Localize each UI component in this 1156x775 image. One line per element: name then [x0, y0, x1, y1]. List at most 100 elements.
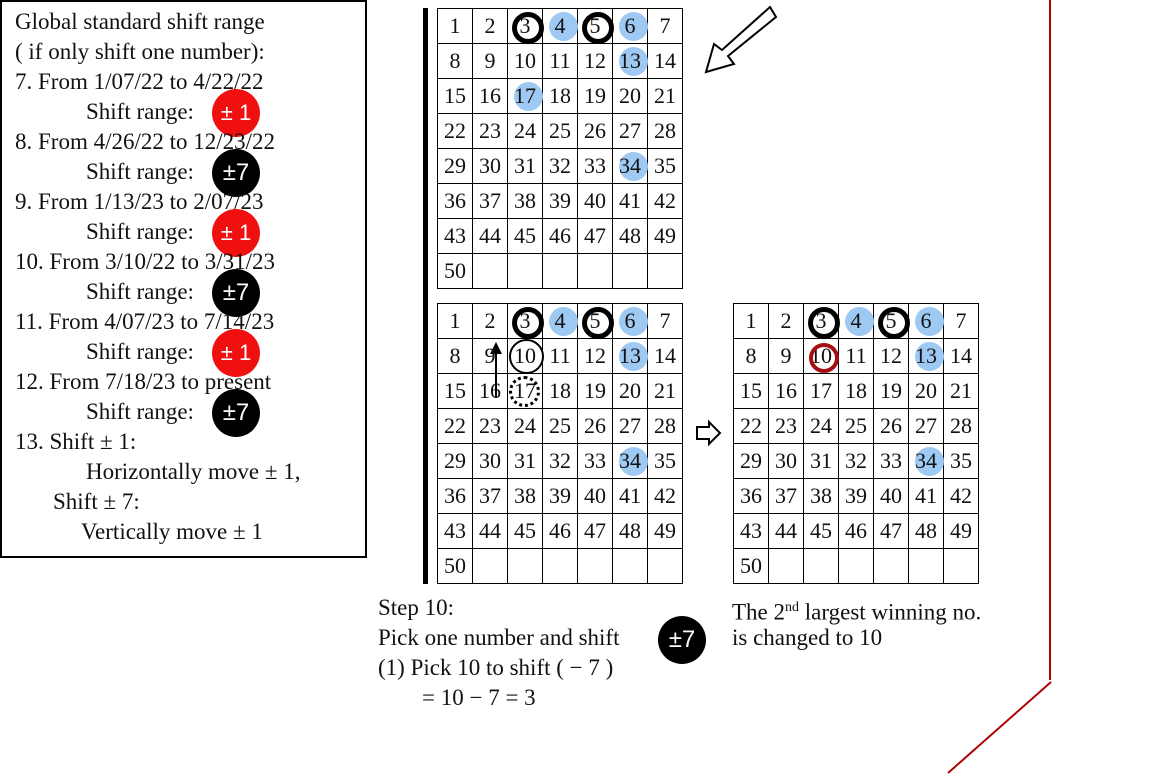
grid-cell: 3	[507, 8, 544, 44]
grid-cell	[507, 548, 543, 584]
grid-cell: 10	[507, 43, 543, 79]
result-line1: The 2nd largest winning no.	[732, 593, 981, 628]
grid-cell: 45	[803, 513, 839, 549]
grid-cell: 21	[943, 373, 979, 409]
rule-period: 7. From 1/07/22 to 4/22/22	[15, 69, 264, 94]
changed-number-ring	[809, 343, 839, 373]
grid-cell: 41	[612, 478, 648, 514]
grid-cell: 4	[838, 303, 874, 339]
shift-def-1: 13. Shift ± 1:	[15, 429, 137, 454]
grid-number: 23	[775, 413, 797, 438]
grid-number: 36	[444, 188, 466, 213]
grid-number: 33	[880, 448, 902, 473]
grid-cell: 34	[612, 443, 648, 479]
shift-range-badge: ± 1	[212, 329, 260, 377]
grid-cell: 39	[542, 478, 578, 514]
grid-cell: 49	[647, 218, 683, 254]
shift-rules-box: Global standard shift range ( if only sh…	[0, 0, 367, 558]
grid-number: 27	[619, 413, 641, 438]
grid-cell: 44	[472, 218, 508, 254]
grid-number: 29	[444, 153, 466, 178]
grid-cell: 22	[733, 408, 769, 444]
highlight-bubble	[915, 307, 944, 336]
grid-number: 11	[549, 343, 571, 368]
grid-cell: 39	[838, 478, 874, 514]
grid-cell: 23	[768, 408, 804, 444]
grid-cell: 28	[647, 113, 683, 149]
grid-number: 14	[950, 343, 972, 368]
grid-cell: 12	[577, 43, 613, 79]
grid-number: 31	[514, 153, 536, 178]
grid-cell: 32	[542, 443, 578, 479]
grid-number: 35	[654, 448, 676, 473]
grid-cell: 8	[733, 338, 769, 374]
grid-number: 21	[654, 83, 676, 108]
grid-cell: 1	[733, 303, 769, 339]
grid-number: 27	[915, 413, 937, 438]
grid-cell: 6	[908, 303, 944, 339]
grid-cell: 7	[647, 303, 683, 339]
grid-number: 40	[584, 483, 606, 508]
grid-cell: 42	[943, 478, 979, 514]
grid-number: 48	[619, 518, 641, 543]
grid-cell: 23	[472, 113, 508, 149]
grid-cell	[542, 253, 578, 289]
rule-range-label: Shift range:	[86, 279, 194, 304]
grid-cell: 18	[542, 373, 578, 409]
grid-number: 41	[619, 483, 641, 508]
shift-range-badge: ± 1	[212, 89, 260, 137]
grid-cell: 13	[612, 338, 648, 374]
grid-cell: 27	[612, 113, 648, 149]
outlined-right-arrow-icon	[696, 419, 722, 447]
step-shift-badge: ±7	[658, 616, 706, 664]
grid-cell: 1	[437, 8, 473, 44]
grid-cell: 19	[577, 373, 613, 409]
grid-cell: 46	[838, 513, 874, 549]
grid-number: 2	[780, 308, 792, 333]
grid-cell: 47	[873, 513, 909, 549]
grid-cell: 44	[768, 513, 804, 549]
grid-number: 9	[484, 343, 496, 368]
grid-cell: 40	[577, 478, 613, 514]
grid-number: 1	[745, 308, 757, 333]
grid-number: 45	[514, 223, 536, 248]
grid-number: 24	[514, 413, 536, 438]
grid-cell: 28	[943, 408, 979, 444]
grid-number: 24	[514, 118, 536, 143]
grid-number: 2	[484, 13, 496, 38]
shift-def-2-detail: Vertically move ± 1	[81, 519, 263, 544]
grid-row: 50	[733, 548, 979, 584]
shift-def-1-detail: Horizontally move ± 1,	[86, 459, 301, 484]
grid-cell: 11	[542, 338, 578, 374]
grid-cell: 9	[768, 338, 804, 374]
grid-number: 30	[479, 448, 501, 473]
grid-cell: 40	[873, 478, 909, 514]
grid-number: 24	[810, 413, 832, 438]
grid-cell: 30	[472, 443, 508, 479]
grid-number: 20	[619, 83, 641, 108]
grid-cell: 24	[507, 408, 543, 444]
grid-cell: 13	[908, 338, 944, 374]
grid-cell: 46	[542, 218, 578, 254]
grid-number: 50	[740, 553, 762, 578]
grid-cell	[838, 548, 874, 584]
grid-number: 28	[950, 413, 972, 438]
grid-cell: 22	[437, 408, 473, 444]
grid-number: 6	[624, 13, 636, 38]
grid-cell: 22	[437, 113, 473, 149]
grid-number: 29	[740, 448, 762, 473]
grid-cell: 21	[647, 78, 683, 114]
grid-number: 39	[549, 188, 571, 213]
grid-number: 19	[880, 378, 902, 403]
up-arrow-icon	[490, 342, 502, 398]
grid-cell: 24	[803, 408, 839, 444]
